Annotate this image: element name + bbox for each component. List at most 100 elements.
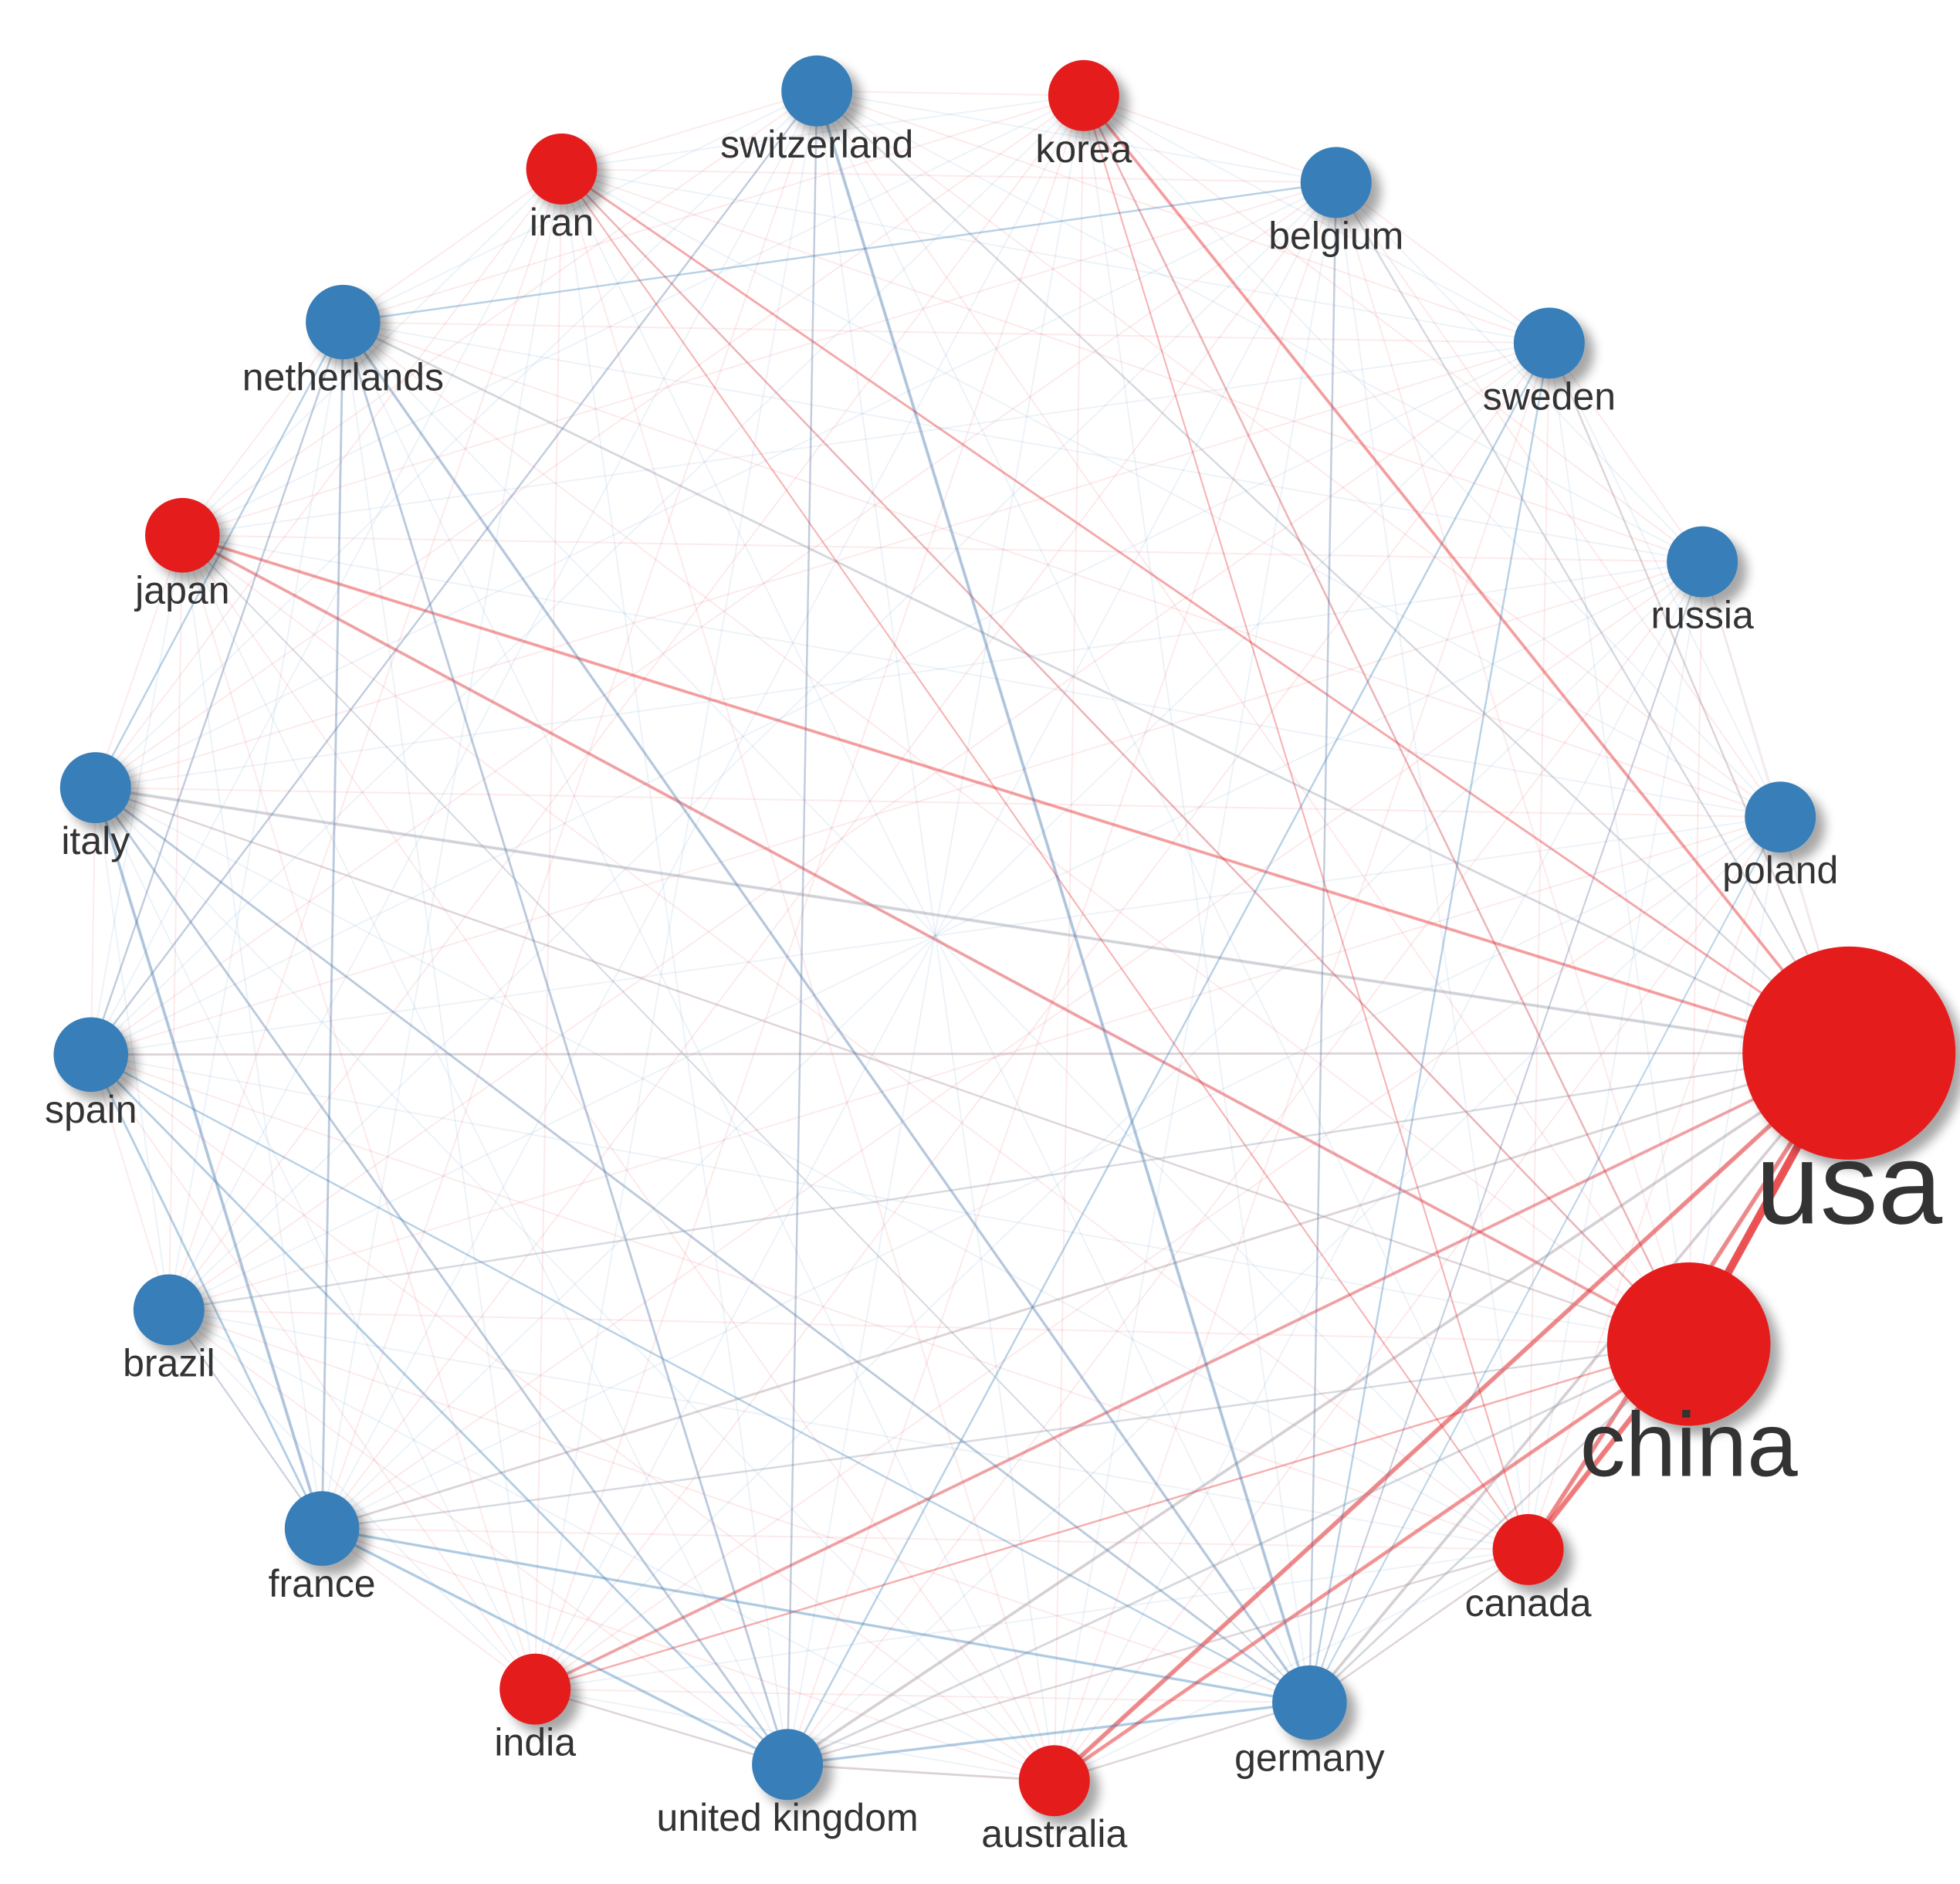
edge-russia-brazil <box>168 561 1703 1311</box>
edge-united-kingdom-japan <box>181 534 789 1765</box>
edge-spain-japan <box>90 535 184 1055</box>
edge-india-spain <box>90 1054 537 1690</box>
edge-germany-japan <box>181 534 1311 1703</box>
edge-russia-india <box>534 561 1703 1690</box>
edge-germany-spain <box>90 1053 1310 1704</box>
label-sweden: sweden <box>1483 374 1616 418</box>
node-poland[interactable] <box>1745 781 1816 853</box>
link-china-germany <box>1308 1343 1691 1704</box>
link-usa-japan <box>181 534 1851 1055</box>
edge-canada-switzerland <box>816 90 1529 1550</box>
edge-china-germany <box>1308 1344 1690 1703</box>
node-russia[interactable] <box>1667 526 1738 598</box>
edge-spain-netherlands <box>90 321 344 1056</box>
edge-poland-italy <box>95 787 1781 818</box>
link-china-india <box>533 1343 1690 1690</box>
edge-korea-russia <box>1083 94 1703 563</box>
link-china-iran <box>560 168 1690 1346</box>
edge-poland-iran <box>561 168 1781 818</box>
edge-france-brazil <box>168 1309 323 1530</box>
edge-russia-spain <box>90 561 1703 1056</box>
node-germany[interactable] <box>1272 1665 1347 1740</box>
edge-japan-switzerland <box>181 90 818 537</box>
edge-belgium-india <box>534 181 1337 1690</box>
edge-china-united-kingdom <box>787 1343 1690 1766</box>
node-iran[interactable] <box>526 133 597 205</box>
edge-poland-china <box>1687 817 1782 1344</box>
edge-canada-netherlands <box>342 321 1529 1550</box>
edge-belgium-australia <box>1053 182 1337 1781</box>
node-australia[interactable] <box>1018 1745 1090 1817</box>
edge-sweden-brazil <box>168 342 1550 1311</box>
link-iran-canada <box>560 168 1529 1550</box>
edge-india-iran <box>534 168 563 1689</box>
node-united-kingdom[interactable] <box>752 1729 824 1801</box>
edge-korea-belgium <box>1083 94 1337 184</box>
edge-netherlands-iran <box>342 168 563 323</box>
node-sweden[interactable] <box>1513 307 1585 379</box>
edge-belgium-russia <box>1335 181 1703 563</box>
node-spain[interactable] <box>53 1017 129 1093</box>
edge-australia-switzerland <box>816 90 1055 1781</box>
label-spain: spain <box>45 1088 137 1131</box>
edge-china-australia <box>1054 1343 1690 1782</box>
edge-sweden-canada <box>1527 343 1550 1550</box>
edge-spain-iran <box>90 168 563 1056</box>
link-korea-canada <box>1082 94 1529 1550</box>
node-usa[interactable] <box>1742 946 1956 1160</box>
node-india[interactable] <box>499 1653 571 1725</box>
edge-belgium-iran <box>561 168 1336 184</box>
edge-sweden-china <box>1548 343 1690 1344</box>
label-india: india <box>494 1721 576 1764</box>
edge-korea-netherlands <box>343 94 1085 324</box>
node-belgium[interactable] <box>1300 147 1372 219</box>
edge-poland-japan <box>182 534 1781 818</box>
link-italy-germany <box>94 786 1311 1704</box>
link-china-japan <box>181 534 1691 1346</box>
edge-canada-italy <box>95 787 1529 1550</box>
link-china-korea <box>1082 94 1690 1346</box>
node-france[interactable] <box>284 1491 360 1566</box>
node-italy[interactable] <box>59 752 131 824</box>
edge-korea-italy <box>95 94 1085 788</box>
label-russia: russia <box>1650 594 1754 637</box>
edge-sweden-spain <box>90 342 1550 1056</box>
node-netherlands[interactable] <box>306 284 381 360</box>
node-layer <box>53 55 1956 1817</box>
node-korea[interactable] <box>1048 59 1119 131</box>
link-spain-france <box>90 1053 323 1530</box>
node-china[interactable] <box>1606 1262 1771 1426</box>
label-germany: germany <box>1234 1736 1385 1779</box>
edge-italy-netherlands <box>94 321 344 788</box>
edge-brazil-japan <box>168 535 184 1310</box>
node-japan[interactable] <box>145 497 220 573</box>
edge-poland-france <box>321 816 1781 1530</box>
edge-france-japan <box>181 535 323 1529</box>
edge-united-kingdom-france <box>321 1527 788 1766</box>
edge-belgium-italy <box>95 181 1337 789</box>
link-japan-germany <box>181 534 1311 1704</box>
label-layer: koreabelgiumswedenrussiapolandusachinaca… <box>45 123 1943 1855</box>
edge-sweden-netherlands <box>343 321 1549 344</box>
label-netherlands: netherlands <box>242 355 444 398</box>
edge-korea-australia <box>1053 95 1085 1781</box>
label-iran: iran <box>530 201 594 244</box>
edge-belgium-germany <box>1308 182 1337 1703</box>
edge-poland-india <box>534 816 1781 1690</box>
edge-germany-brazil <box>168 1309 1310 1704</box>
node-brazil[interactable] <box>133 1274 205 1346</box>
edge-sweden-russia <box>1549 342 1703 563</box>
edge-india-japan <box>181 534 537 1689</box>
edge-italy-iran <box>94 168 563 788</box>
link-india-united-kingdom <box>533 1688 789 1766</box>
node-switzerland[interactable] <box>781 55 853 127</box>
edge-usa-iran <box>561 168 1850 1054</box>
link-usa-united-kingdom <box>786 1051 1851 1767</box>
edge-canada-india <box>535 1548 1528 1690</box>
edge-russia-canada <box>1527 561 1704 1550</box>
node-canada[interactable] <box>1492 1513 1564 1585</box>
link-usa-netherlands <box>341 320 1850 1055</box>
edge-usa-spain <box>90 1052 1850 1056</box>
edge-brazil-spain <box>90 1054 170 1310</box>
